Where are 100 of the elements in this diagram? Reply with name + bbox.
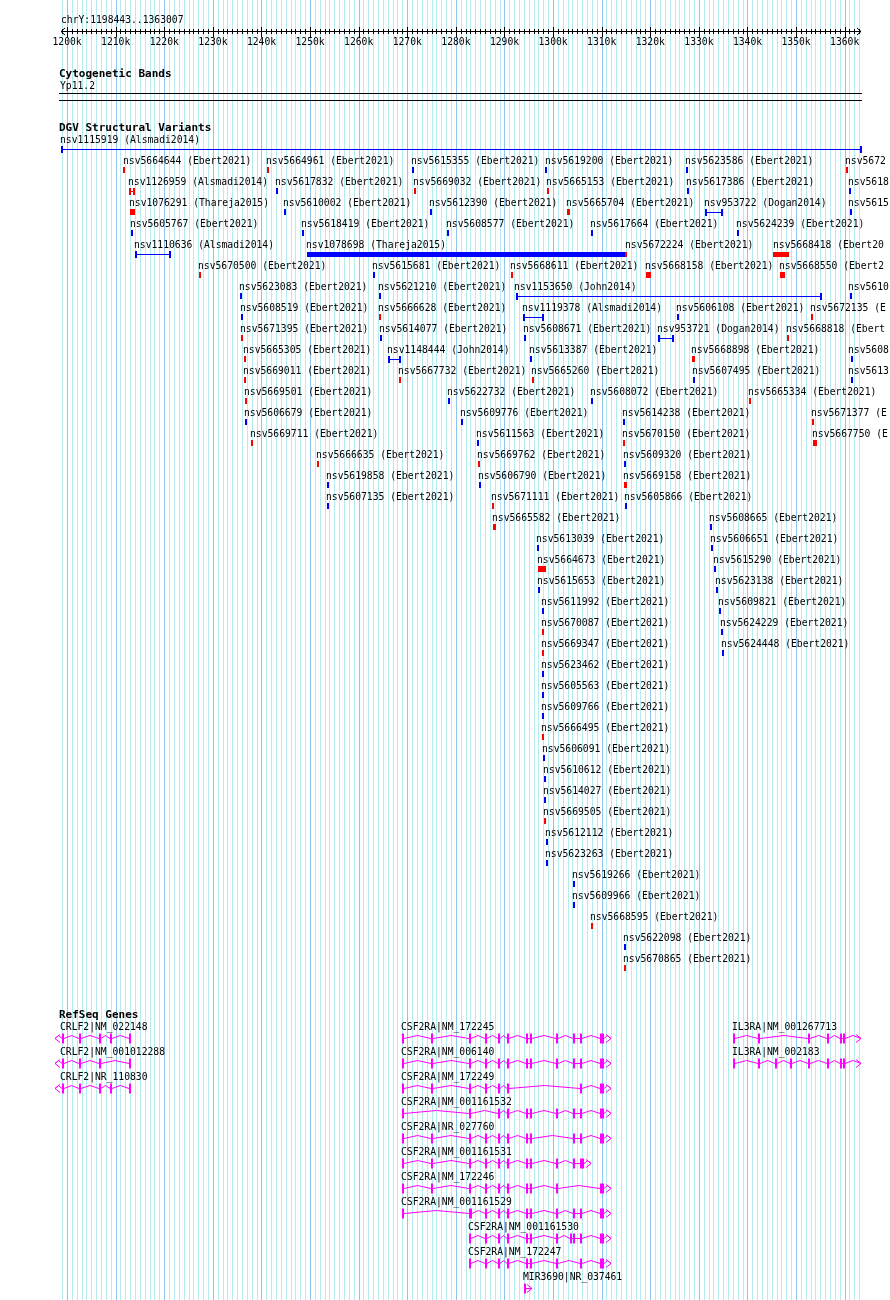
tick-label: 1220k (149, 36, 179, 48)
variant-label: nsv5669347 (Ebert2021) (541, 638, 670, 650)
gene-label: CSF2RA|NM_001161529 (401, 1196, 512, 1208)
variant-label: nsv5671111 (Ebert2021) (491, 491, 620, 503)
variant-label: nsv5665704 (Ebert2021) (566, 197, 695, 209)
variant-label: nsv5672135 (E (810, 302, 886, 314)
variant-label: nsv5668611 (Ebert2021) (510, 260, 639, 272)
variant-label: nsv5670150 (Ebert2021) (622, 428, 751, 440)
variant-label: nsv5669762 (Ebert2021) (477, 449, 606, 461)
gene-label: CSF2RA|NM_001161530 (468, 1221, 579, 1233)
gene-label: CRLF2|NM_022148 (60, 1021, 148, 1033)
gene-label: CSF2RA|NM_172249 (401, 1071, 495, 1083)
variant-label: nsv5623462 (Ebert2021) (541, 659, 670, 671)
track-title: RefSeq Genes (59, 1009, 139, 1021)
variant-label: nsv5665334 (Ebert2021) (748, 386, 877, 398)
gene-label: CSF2RA|NM_001161531 (401, 1146, 512, 1158)
gene-label: CSF2RA|NM_006140 (401, 1046, 495, 1058)
track-title: DGV Structural Variants (59, 122, 212, 134)
tick-label: 1280k (441, 36, 471, 48)
variant-label: nsv5665582 (Ebert2021) (492, 512, 621, 524)
variant-label: nsv5617386 (Ebert2021) (686, 176, 815, 188)
variant-label: nsv5614027 (Ebert2021) (543, 785, 672, 797)
variant-label: nsv5613387 (Ebert2021) (529, 344, 658, 356)
variant-label: nsv5609320 (Ebert2021) (623, 449, 752, 461)
gene-label: MIR3690|NR_037461 (523, 1271, 623, 1283)
gene-label: CSF2RA|NM_172247 (468, 1246, 562, 1258)
variant-label: nsv5669032 (Ebert2021) (413, 176, 542, 188)
variant-label: nsv5669011 (Ebert2021) (243, 365, 372, 377)
variant-label: nsv5619858 (Ebert2021) (326, 470, 455, 482)
track-title: Cytogenetic Bands (59, 68, 172, 80)
variant-label: nsv5668818 (Ebert (786, 323, 886, 335)
gene-label: CRLF2|NM_001012288 (60, 1046, 165, 1058)
variant-label: nsv5668418 (Ebert20 (773, 239, 884, 251)
gene-label: CRLF2|NR_110830 (60, 1071, 148, 1083)
variant-label: nsv5622732 (Ebert2021) (447, 386, 576, 398)
gene-label: CSF2RA|NM_001161532 (401, 1096, 512, 1108)
variant-label: nsv5672 (845, 155, 886, 167)
tick-label: 1290k (489, 36, 520, 48)
variant-label: nsv5610612 (Ebert2021) (543, 764, 672, 776)
variant-label: nsv5609766 (Ebert2021) (541, 701, 670, 713)
tick-label: 1310k (587, 36, 617, 48)
variant-label: nsv5606790 (Ebert2021) (478, 470, 607, 482)
variant-label: nsv5668898 (Ebert2021) (691, 344, 820, 356)
variant-label: nsv5666628 (Ebert2021) (378, 302, 507, 314)
variant-label: nsv5669501 (Ebert2021) (244, 386, 373, 398)
variant-label: nsv5667750 (E (812, 428, 888, 440)
variant-label: nsv5605563 (Ebert2021) (541, 680, 670, 692)
tick-label: 1250k (295, 36, 325, 48)
variant-label: nsv5611992 (Ebert2021) (541, 596, 670, 608)
tick-label: 1260k (344, 36, 374, 48)
variant-label: nsv5623586 (Ebert2021) (685, 155, 814, 167)
variant-label: nsv5605866 (Ebert2021) (624, 491, 753, 503)
variant-label: nsv5664644 (Ebert2021) (123, 155, 252, 167)
variant-label: nsv5609966 (Ebert2021) (572, 890, 701, 902)
variant-label: nsv5671377 (E (811, 407, 887, 419)
variant-label: nsv5624448 (Ebert2021) (721, 638, 850, 650)
variant-label: nsv1153650 (John2014) (514, 281, 637, 293)
variant-label: nsv5608072 (Ebert2021) (590, 386, 719, 398)
variant-label: nsv5670087 (Ebert2021) (541, 617, 670, 629)
variant-label: nsv5605767 (Ebert2021) (130, 218, 259, 230)
variant-label: nsv5615355 (Ebert2021) (411, 155, 540, 167)
variant-label: nsv5608577 (Ebert2021) (446, 218, 575, 230)
variant-label: nsv1078698 (Thareja2015) (306, 239, 446, 251)
variant-label: nsv5607495 (Ebert2021) (692, 365, 821, 377)
variant-label: nsv5669505 (Ebert2021) (543, 806, 672, 818)
variant-label: nsv5609776 (Ebert2021) (460, 407, 589, 419)
variant-label: nsv5618419 (Ebert2021) (301, 218, 430, 230)
variant-label: nsv5623083 (Ebert2021) (239, 281, 368, 293)
variant-label: nsv5623138 (Ebert2021) (715, 575, 844, 587)
variant-label: nsv1126959 (Alsmadi2014) (128, 176, 268, 188)
tick-label: 1350k (781, 36, 811, 48)
variant-label: nsv5669158 (Ebert2021) (623, 470, 752, 482)
tick-label: 1330k (684, 36, 714, 48)
variant-label: nsv5665260 (Ebert2021) (531, 365, 660, 377)
variant-label: nsv5624229 (Ebert2021) (720, 617, 849, 629)
tick-label: 1210k (101, 36, 131, 48)
variant-label: nsv953721 (Dogan2014) (657, 323, 780, 335)
variant-label: nsv5610002 (Ebert2021) (283, 197, 412, 209)
variant-label: nsv5617664 (Ebert2021) (590, 218, 719, 230)
variant-label: nsv5606679 (Ebert2021) (244, 407, 373, 419)
variant-label: nsv1110636 (Alsmadi2014) (134, 239, 274, 251)
coordinate-label: chrY:1198443..1363007 (61, 14, 184, 26)
tick-label: 1300k (538, 36, 568, 48)
variant-label: nsv5612112 (Ebert2021) (545, 827, 674, 839)
tick-label: 1200k (52, 36, 82, 48)
tick-label: 1270k (392, 36, 422, 48)
variant-label: nsv5612390 (Ebert2021) (429, 197, 558, 209)
variant-label: nsv953722 (Dogan2014) (704, 197, 827, 209)
variant-label: nsv5667732 (Ebert2021) (398, 365, 527, 377)
variant-label: nsv5668158 (Ebert2021) (645, 260, 774, 272)
variant-label: nsv5615681 (Ebert2021) (372, 260, 501, 272)
tick-label: 1340k (732, 36, 763, 48)
variant-label: nsv5617832 (Ebert2021) (275, 176, 404, 188)
variant-label: nsv5608671 (Ebert2021) (523, 323, 652, 335)
variant-label: nsv5615 (848, 197, 889, 209)
variant-label: nsv5615290 (Ebert2021) (713, 554, 842, 566)
gene-label: IL3RA|NM_002183 (732, 1046, 820, 1058)
variant-label: nsv1119378 (Alsmadi2014) (522, 302, 662, 314)
gene-label: CSF2RA|NR_027760 (401, 1121, 495, 1133)
variant-label: nsv5606108 (Ebert2021) (676, 302, 805, 314)
